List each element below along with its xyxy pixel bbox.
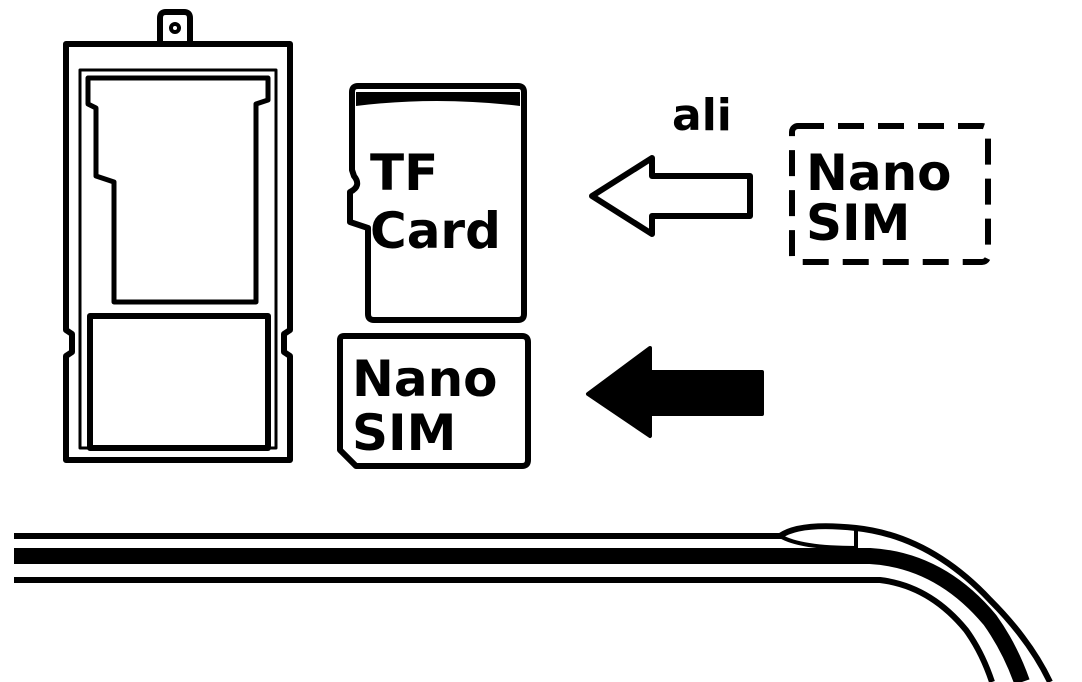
tf-card-label-line1: TF [370, 144, 438, 202]
tf-card-top-band [356, 92, 520, 106]
phone-edge-band [14, 548, 1030, 682]
hollow-arrow-left-icon [589, 155, 753, 237]
nano-sim-solid-label-line1: Nano [352, 350, 498, 408]
tf-card-label-line2: Card [370, 202, 501, 260]
solid-arrow-left-icon [586, 346, 764, 438]
nano-sim-solid-label-line2: SIM [352, 404, 456, 462]
nano-sim-dashed-label-line2: SIM [806, 194, 910, 252]
tray-eject-hole [169, 22, 181, 34]
tf-card: TF Card [347, 83, 527, 323]
phone-edge-slot [778, 534, 857, 550]
tray-outer-frame [63, 41, 293, 463]
nano-sim-dashed-label-line1: Nano [806, 144, 952, 202]
nano-sim-solid-outline [337, 333, 531, 469]
alternative-caption: ali [672, 90, 732, 141]
sim-tray [63, 9, 293, 463]
nano-sim-card-solid: Nano SIM [337, 333, 531, 469]
tray-slot-nano-sim [87, 313, 271, 451]
nano-sim-card-dashed: Nano SIM [789, 123, 991, 265]
phone-edge-line-1 [14, 523, 1053, 682]
tray-eject-tab [157, 9, 193, 42]
tray-slot-tf-card [85, 75, 271, 305]
phone-edge [14, 523, 1053, 682]
nano-sim-dashed-outline [789, 123, 991, 265]
tray-inner-frame [78, 68, 278, 450]
tf-card-outline [347, 83, 527, 323]
phone-edge-line-3 [14, 577, 995, 682]
